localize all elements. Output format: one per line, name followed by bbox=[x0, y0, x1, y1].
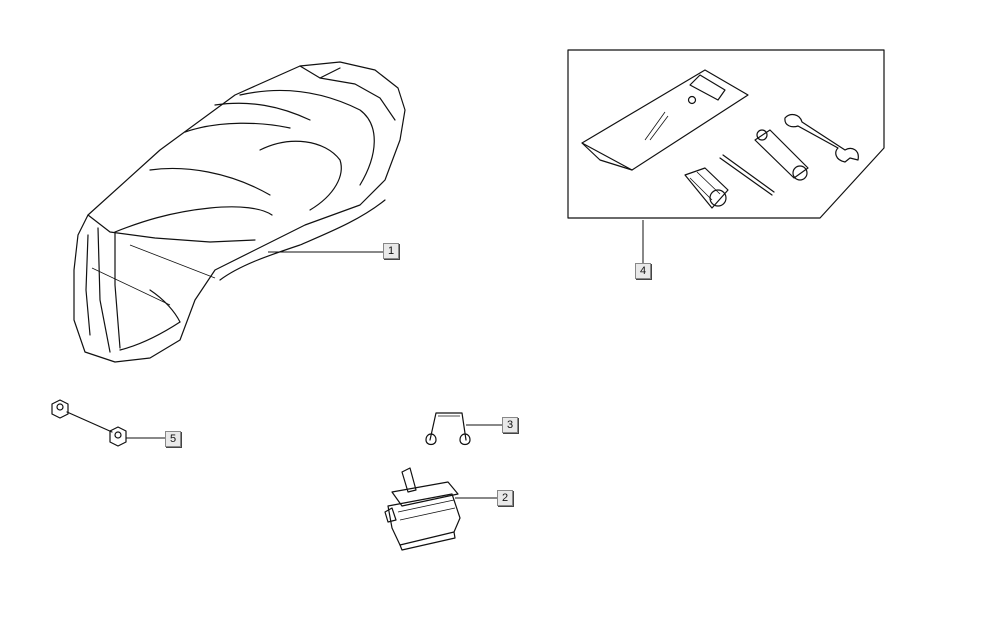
tool-kit-box[interactable] bbox=[567, 49, 885, 219]
seat-lock-drawing[interactable] bbox=[384, 467, 461, 551]
seat-drawing[interactable] bbox=[73, 61, 406, 363]
nuts-drawing[interactable] bbox=[51, 399, 127, 447]
callout-label-4[interactable]: 4 bbox=[635, 263, 651, 279]
callout-label-3[interactable]: 3 bbox=[502, 417, 518, 433]
callout-label-5[interactable]: 5 bbox=[165, 431, 181, 447]
callout-label-2[interactable]: 2 bbox=[497, 490, 513, 506]
callout-label-1[interactable]: 1 bbox=[383, 243, 399, 259]
spring-clip-drawing[interactable] bbox=[425, 412, 471, 446]
